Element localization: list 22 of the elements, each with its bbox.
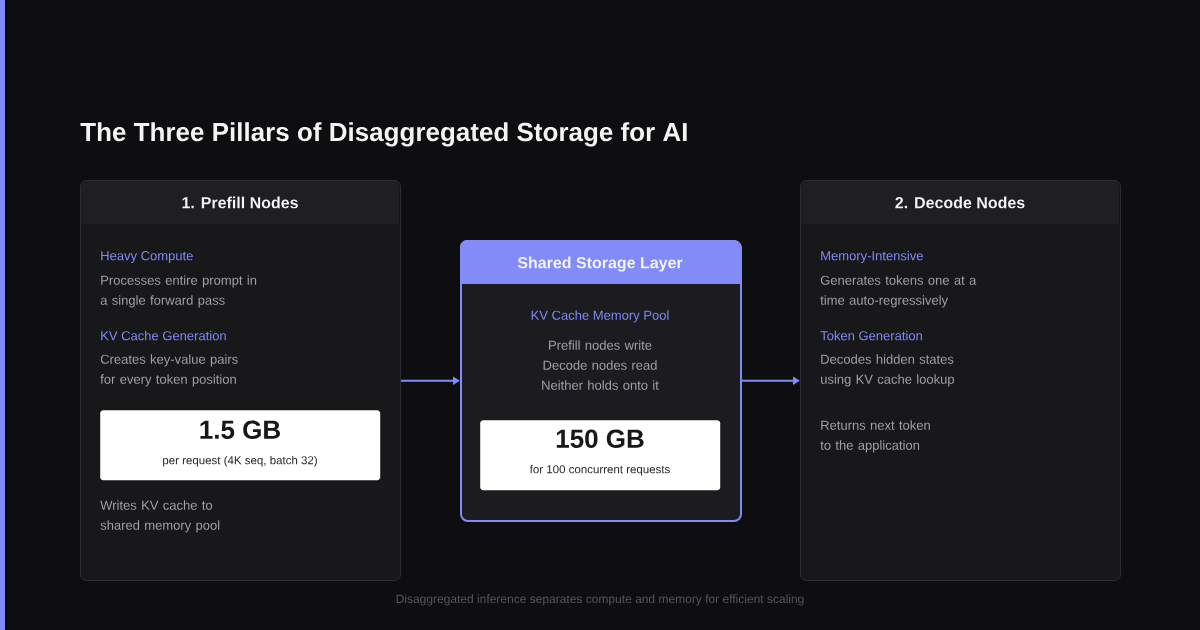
description: Generates tokens one at a time auto-regressively: [820, 275, 977, 308]
subheading: Heavy Compute: [101, 251, 193, 263]
card-header: Shared Storage Layer: [460, 240, 740, 284]
card-header: 1. Prefill Nodes: [81, 181, 399, 224]
title: The Three Pillars of Disaggregated Storage for AI: [80, 122, 687, 147]
stat-value: 150 GB: [556, 429, 644, 448]
subheading: KV Cache Memory Pool: [531, 310, 669, 323]
stat-note: per request (4K seq, batch 32): [163, 455, 317, 467]
stat-note: for 100 concurrent requests: [529, 464, 670, 476]
subheading: Memory-Intensive: [821, 250, 923, 263]
caption: Disaggregated inference separates compute and memory for efficient scaling: [396, 594, 804, 606]
description: Writes KV cache to shared memory pool: [100, 500, 220, 533]
card-header: 2. Decode Nodes: [801, 181, 1119, 224]
arrow: [741, 376, 800, 385]
subheading: Token Generation: [820, 330, 922, 341]
description: Processes entire prompt in a single forward pass: [100, 275, 257, 308]
description: Returns next token to the application: [820, 420, 930, 453]
description: Decodes hidden states using KV cache lookup: [821, 354, 955, 387]
subheading: KV Cache Generation: [101, 330, 226, 341]
description: Prefill nodes write Decode nodes read Neither holds onto it: [542, 340, 659, 390]
description: Creates key-value pairs for every token position: [100, 354, 238, 387]
stat-value: 1.5 GB: [200, 420, 280, 439]
